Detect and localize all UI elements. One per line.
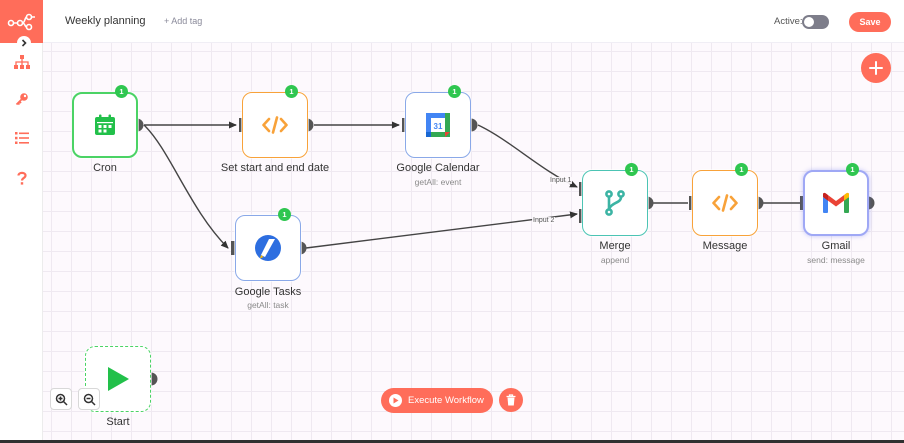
chevron-right-icon (21, 39, 27, 47)
node-label: Google Tasks (234, 286, 302, 298)
node-message[interactable] (692, 170, 758, 236)
run-count-badge: 1 (625, 163, 638, 176)
gmail-icon (823, 192, 849, 213)
input-handle[interactable] (231, 241, 237, 255)
run-count-badge: 1 (285, 85, 298, 98)
help-icon (17, 171, 27, 185)
zoom-out-button[interactable] (78, 388, 100, 410)
node-merge[interactable] (582, 170, 648, 236)
node-subtitle: getAll: task (247, 300, 289, 310)
node-label: Message (702, 240, 748, 252)
node-google-calendar[interactable]: 31 (405, 92, 471, 158)
edge-tasks-to-merge[interactable] (305, 211, 578, 249)
code-icon (712, 194, 738, 212)
calendar-icon (95, 114, 115, 135)
run-count-badge: 1 (735, 163, 748, 176)
key-icon (15, 93, 28, 106)
active-label: Active: (774, 16, 803, 27)
edge-label-input-2: Input 2 (532, 217, 556, 224)
node-label: Gmail (821, 240, 851, 252)
play-icon (108, 367, 129, 391)
zoom-in-icon (55, 393, 68, 406)
edge-label-input-1: Input 1 (549, 177, 573, 184)
add-tag-link[interactable]: + Add tag (164, 16, 203, 26)
node-label: Set start and end date (220, 162, 330, 174)
run-count-badge: 1 (448, 85, 461, 98)
calendar-day-text: 31 (434, 122, 443, 131)
active-toggle[interactable] (802, 15, 829, 29)
node-gmail[interactable] (803, 170, 869, 236)
add-node-button[interactable] (861, 53, 891, 83)
execute-workflow-label: Execute Workflow (408, 395, 484, 406)
run-count-badge: 1 (278, 208, 291, 221)
trash-icon (506, 394, 516, 406)
run-count-badge: 1 (115, 85, 128, 98)
zoom-in-button[interactable] (50, 388, 72, 410)
plus-icon (869, 61, 883, 75)
node-label: Google Calendar (396, 162, 480, 174)
run-count-badge: 1 (846, 163, 859, 176)
workflow-name[interactable]: Weekly planning (65, 15, 146, 27)
workflows-icon (14, 55, 30, 69)
google-calendar-icon: 31 (426, 113, 450, 137)
workflow-canvas[interactable] (43, 43, 904, 440)
node-label: Cron (93, 162, 117, 174)
sidebar-item-help[interactable] (12, 168, 32, 188)
sidebar-item-workflows[interactable] (12, 52, 32, 72)
google-tasks-icon (255, 235, 281, 261)
sidebar-item-executions[interactable] (12, 128, 32, 148)
execute-workflow-button[interactable]: Execute Workflow (381, 388, 493, 413)
node-subtitle: getAll: event (414, 177, 462, 187)
window-bottom-edge (0, 440, 904, 443)
sidebar (0, 0, 43, 443)
edge-cron-to-tasks[interactable] (143, 124, 229, 249)
node-cron[interactable] (72, 92, 138, 158)
code-icon (262, 116, 288, 134)
node-subtitle: append (600, 255, 630, 265)
clear-execution-button[interactable] (499, 388, 523, 412)
node-subtitle: send: message (807, 255, 865, 265)
merge-icon (605, 190, 625, 216)
play-circle-icon (389, 394, 402, 407)
n8n-logo[interactable] (0, 0, 43, 43)
node-set-start-end-date[interactable] (242, 92, 308, 158)
node-google-tasks[interactable] (235, 215, 301, 281)
top-bar: Weekly planning + Add tag Active: Save (43, 0, 904, 43)
logo-icon (7, 13, 35, 30)
zoom-out-icon (83, 393, 96, 406)
save-button[interactable]: Save (849, 12, 891, 32)
node-label: Merge (599, 240, 631, 252)
sidebar-expand-button[interactable] (17, 36, 31, 50)
executions-list-icon (15, 132, 29, 144)
sidebar-item-credentials[interactable] (12, 89, 32, 109)
node-label: Start (106, 416, 130, 428)
